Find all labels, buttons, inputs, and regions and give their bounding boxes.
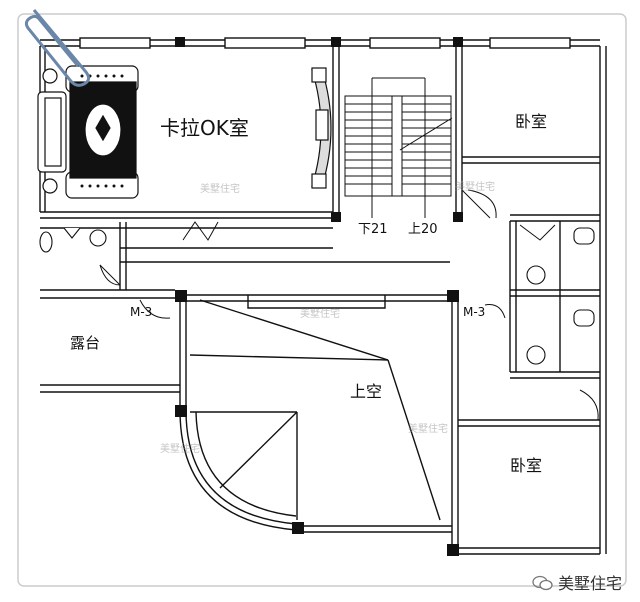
bath-fixtures bbox=[39, 227, 595, 365]
room-label-void: 上空 bbox=[350, 382, 383, 401]
stair-label-down: 下21 bbox=[358, 222, 388, 237]
room-label-balcony: 露台 bbox=[70, 334, 101, 352]
room-label-ktv: 卡拉OK室 bbox=[160, 116, 249, 140]
window-top-1 bbox=[79, 37, 151, 49]
window-top-3 bbox=[369, 37, 441, 49]
wechat-icon bbox=[532, 575, 553, 591]
void-diag-2 bbox=[387, 359, 441, 521]
bay-curve-inner-2 bbox=[195, 411, 297, 517]
void-diag-3 bbox=[219, 411, 298, 489]
column bbox=[331, 37, 341, 47]
column bbox=[175, 37, 185, 47]
void-hline bbox=[189, 354, 389, 361]
bay-curve-outer bbox=[179, 409, 297, 531]
page-frame bbox=[17, 13, 627, 587]
column bbox=[447, 544, 459, 556]
column bbox=[175, 405, 187, 417]
stair-label-up: 上20 bbox=[408, 222, 438, 237]
bay-curve-inner bbox=[185, 409, 297, 525]
watermark: 美墅住宅 bbox=[455, 182, 495, 193]
void-window-notch bbox=[247, 295, 386, 309]
column bbox=[453, 212, 463, 222]
watermark: 美墅住宅 bbox=[300, 309, 340, 320]
column bbox=[331, 212, 341, 222]
staircase bbox=[344, 77, 453, 218]
watermark: 美墅住宅 bbox=[200, 184, 240, 195]
paperclip-icon bbox=[24, 9, 91, 87]
window-top-4 bbox=[489, 37, 571, 49]
caption: 美墅住宅 bbox=[532, 570, 622, 594]
door-label-left: M-3 bbox=[130, 305, 153, 319]
room-label-bedroom-bottom: 卧室 bbox=[510, 456, 543, 475]
door-label-right: M-3 bbox=[463, 305, 486, 319]
door-swings bbox=[99, 189, 599, 421]
column bbox=[292, 522, 304, 534]
tv-cabinet bbox=[311, 67, 332, 189]
sofa-set bbox=[37, 65, 139, 199]
column bbox=[453, 37, 463, 47]
column bbox=[447, 290, 459, 302]
column bbox=[175, 290, 187, 302]
room-label-bedroom-top: 卧室 bbox=[515, 112, 548, 131]
watermark: 美墅住宅 bbox=[408, 424, 448, 435]
window-top-2 bbox=[224, 37, 306, 49]
void-diag-1 bbox=[199, 299, 389, 361]
caption-text: 美墅住宅 bbox=[557, 574, 622, 593]
watermark: 美墅住宅 bbox=[160, 444, 200, 455]
